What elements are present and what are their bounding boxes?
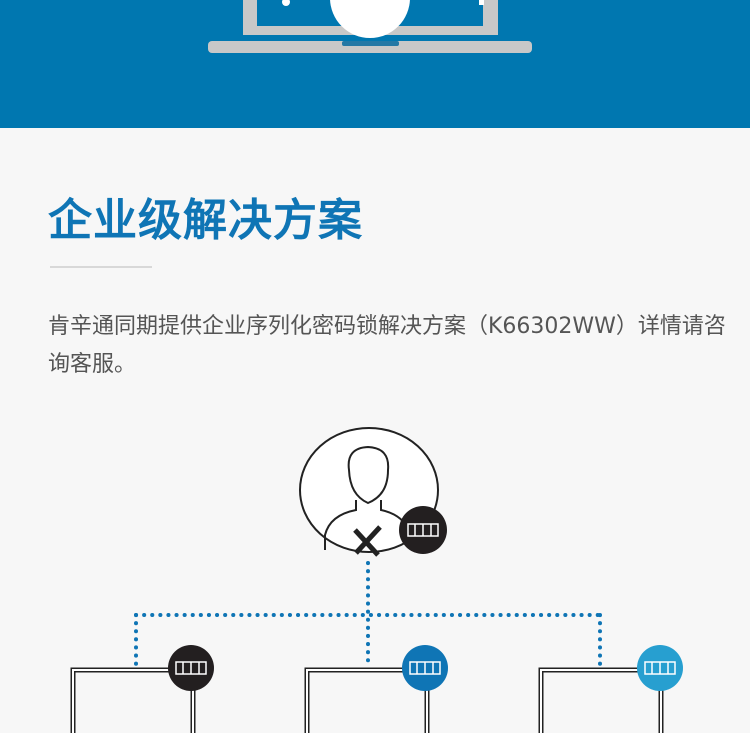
laptop-node-1 [70, 645, 214, 733]
header-banner [0, 0, 750, 128]
title-divider [50, 266, 152, 268]
connector-lines [134, 561, 602, 668]
laptop-node-3 [538, 645, 683, 733]
section-description: 肯辛通同期提供企业序列化密码锁解决方案（K66302WW）详情请咨询客服。 [48, 314, 726, 377]
laptop-node-2 [304, 645, 448, 733]
serial-code-icon [399, 506, 447, 554]
laptop-icon [208, 0, 532, 53]
section-title: 企业级解决方案 [48, 195, 363, 246]
